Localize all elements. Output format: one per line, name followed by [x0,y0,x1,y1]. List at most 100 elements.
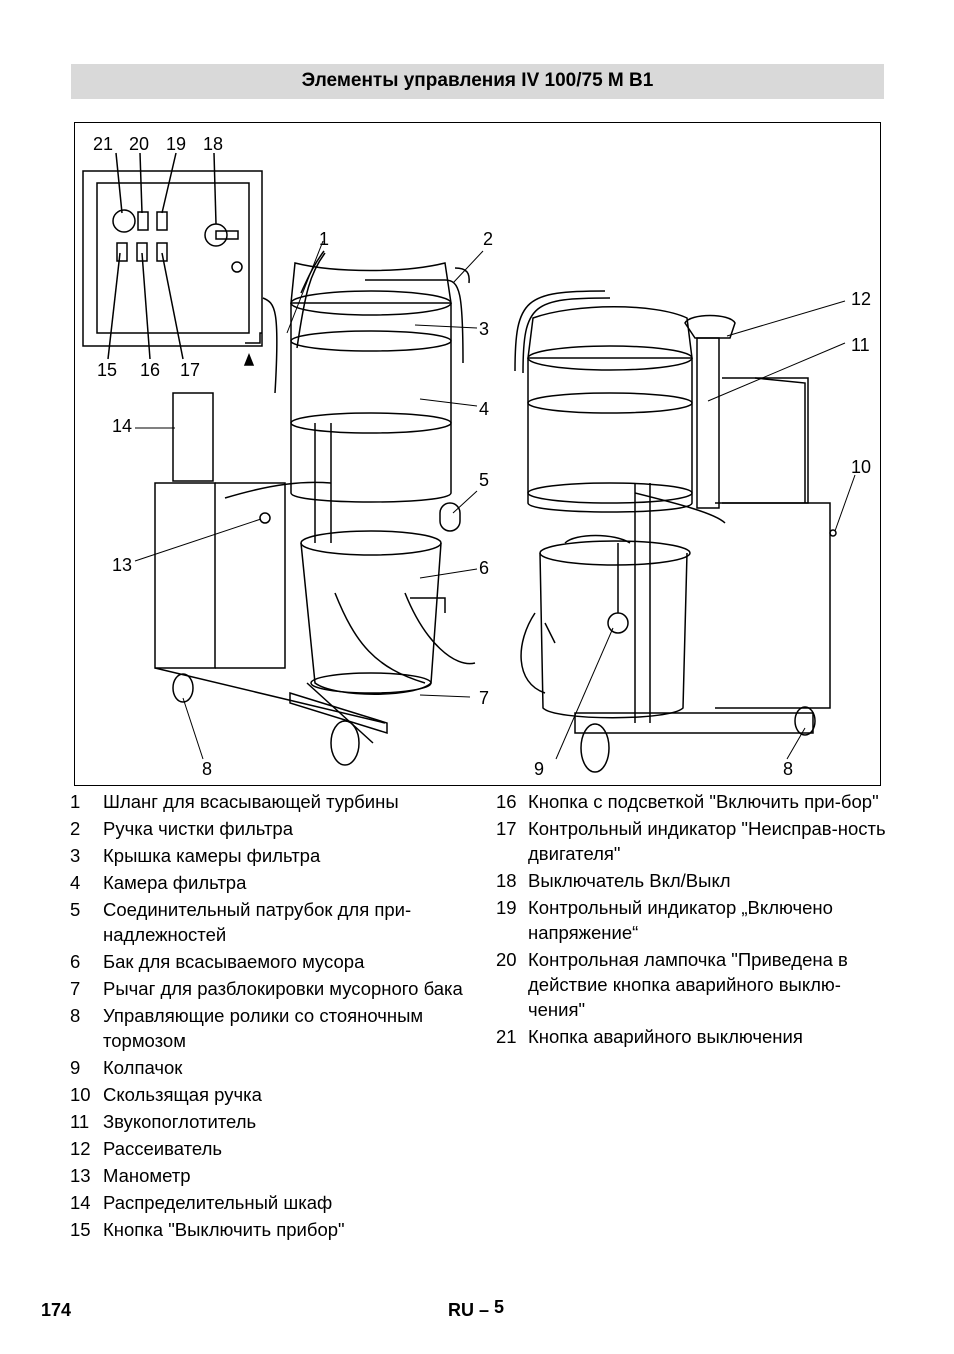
title-bar: Элементы управления IV 100/75 M B1 [71,64,884,99]
callout-21: 21 [93,134,113,154]
legend-item: 6 Бак для всасываемого мусора [70,949,470,974]
legend-text: Контрольный индикатор „Включено напряжен… [528,897,833,943]
legend-text: Кнопка с подсветкой "Включить при-бор" [528,791,879,812]
section-page-label: RU – 5 [448,1297,505,1321]
legend-item: 9 Колпачок [70,1055,470,1080]
legend-item: 10 Скользящая ручка [70,1082,470,1107]
legend-number: 2 [70,818,81,839]
callout-5: 5 [479,470,489,490]
callout-7: 7 [479,688,489,708]
section-page-number: 5 [494,1297,505,1317]
legend-item: 17 Контрольный индикатор "Неисправ-ность … [496,816,886,866]
legend-number: 4 [70,872,81,893]
callout-8-right: 8 [783,759,793,779]
leader-lines [134,240,856,760]
legend-text: Камера фильтра [103,872,247,893]
legend-item: 18 Выключатель Вкл/Выкл [496,868,886,893]
legend-item: 5 Соединительный патрубок для при-надлежн… [70,897,470,947]
legend-number: 19 [496,897,517,918]
callout-4: 4 [479,399,489,419]
legend-number: 13 [70,1165,91,1186]
legend-number: 7 [70,978,81,999]
legend-number: 3 [70,845,81,866]
legend-item: 7 Рычаг для разблокировки мусорного бака [70,976,470,1001]
callout-12: 12 [851,289,871,309]
callout-20: 20 [129,134,149,154]
page-number: 174 [41,1300,72,1320]
legend-text: Бак для всасываемого мусора [103,951,365,972]
callout-14: 14 [112,416,132,436]
legend-item: 4 Камера фильтра [70,870,470,895]
legend-text: Манометр [103,1165,191,1186]
legend-number: 14 [70,1192,91,1213]
legend-text: Управляющие ролики со стояночным тормозо… [103,1005,424,1051]
callout-18: 18 [203,134,223,154]
legend-number: 5 [70,899,81,920]
legend-text: Крышка камеры фильтра [103,845,321,866]
legend-right-column: 16 Кнопка с подсветкой "Включить при-бор"… [496,789,886,1051]
legend-number: 11 [70,1111,90,1132]
legend-text: Кнопка "Выключить прибор" [103,1219,345,1240]
legend-item: 16 Кнопка с подсветкой "Включить при-бор" [496,789,886,814]
legend-item: 14 Распределительный шкаф [70,1190,470,1215]
callout-17: 17 [180,360,200,380]
callout-13: 13 [112,555,132,575]
legend-item: 21 Кнопка аварийного выключения [496,1024,886,1049]
callout-2: 2 [483,229,493,249]
legend-number: 21 [496,1026,517,1047]
control-panel-inset [82,152,263,360]
legend-text: Выключатель Вкл/Выкл [528,870,731,891]
legend-number: 17 [496,818,517,839]
legend-number: 10 [70,1084,91,1105]
legend-item: 19 Контрольный индикатор „Включено напряж… [496,895,886,945]
legend-text: Контрольная лампочка "Приведена в действ… [528,949,848,1020]
legend-number: 18 [496,870,517,891]
dash-separator: – [479,1300,490,1320]
legend-number: 1 [70,791,81,812]
language-code: RU [448,1300,474,1320]
callout-19: 19 [166,134,186,154]
legend-text: Рычаг для разблокировки мусорного бака [103,978,463,999]
callout-3: 3 [479,319,489,339]
legend-item: 2 Ручка чистки фильтра [70,816,470,841]
legend-item: 13 Манометр [70,1163,470,1188]
legend-item: 20 Контрольная лампочка "Приведена в дейс… [496,947,886,1022]
machine-right [514,290,837,773]
legend-number: 12 [70,1138,91,1159]
legend-text: Колпачок [103,1057,183,1078]
legend-number: 9 [70,1057,81,1078]
callout-numbers: 21 20 19 18 15 16 17 1 2 3 4 5 6 7 14 13… [93,134,871,779]
machine-left [154,250,476,766]
legend-number: 6 [70,951,81,972]
legend-item: 12 Рассеиватель [70,1136,470,1161]
legend-item: 11 Звукопоглотитель [70,1109,470,1134]
legend-text: Рассеиватель [103,1138,223,1159]
callout-15: 15 [97,360,117,380]
legend-text: Контрольный индикатор "Неисправ-ность дв… [528,818,886,864]
legend-item: 3 Крышка камеры фильтра [70,843,470,868]
legend-item: 15 Кнопка "Выключить прибор" [70,1217,470,1242]
legend-number: 20 [496,949,517,970]
legend-text: Шланг для всасывающей турбины [103,791,399,812]
legend-number: 8 [70,1005,81,1026]
legend-number: 15 [70,1219,91,1240]
callout-1: 1 [319,229,329,249]
callout-11: 11 [851,335,870,355]
legend-text: Кнопка аварийного выключения [528,1026,803,1047]
vacuum-illustration: 21 20 19 18 15 16 17 1 2 3 4 5 6 7 14 13… [82,134,871,779]
legend-left-column: 1 Шланг для всасывающей турбины 2 Ручка чи… [70,789,470,1244]
legend-text: Соединительный патрубок для при-надлежно… [103,899,412,945]
legend-text: Скользящая ручка [103,1084,262,1105]
page-title: Элементы управления IV 100/75 M B1 [301,70,654,91]
legend-text: Ручка чистки фильтра [103,818,294,839]
illustration-frame: 21 20 19 18 15 16 17 1 2 3 4 5 6 7 14 13… [74,122,881,786]
legend-number: 16 [496,791,517,812]
callout-16: 16 [140,360,160,380]
legend-text: Звукопоглотитель [103,1111,257,1132]
legend-item: 1 Шланг для всасывающей турбины [70,789,470,814]
callout-6: 6 [479,558,489,578]
callout-9: 9 [534,759,544,779]
legend-text: Распределительный шкаф [103,1192,333,1213]
legend-item: 8 Управляющие ролики со стояночным тормоз… [70,1003,470,1053]
callout-8-left: 8 [202,759,212,779]
